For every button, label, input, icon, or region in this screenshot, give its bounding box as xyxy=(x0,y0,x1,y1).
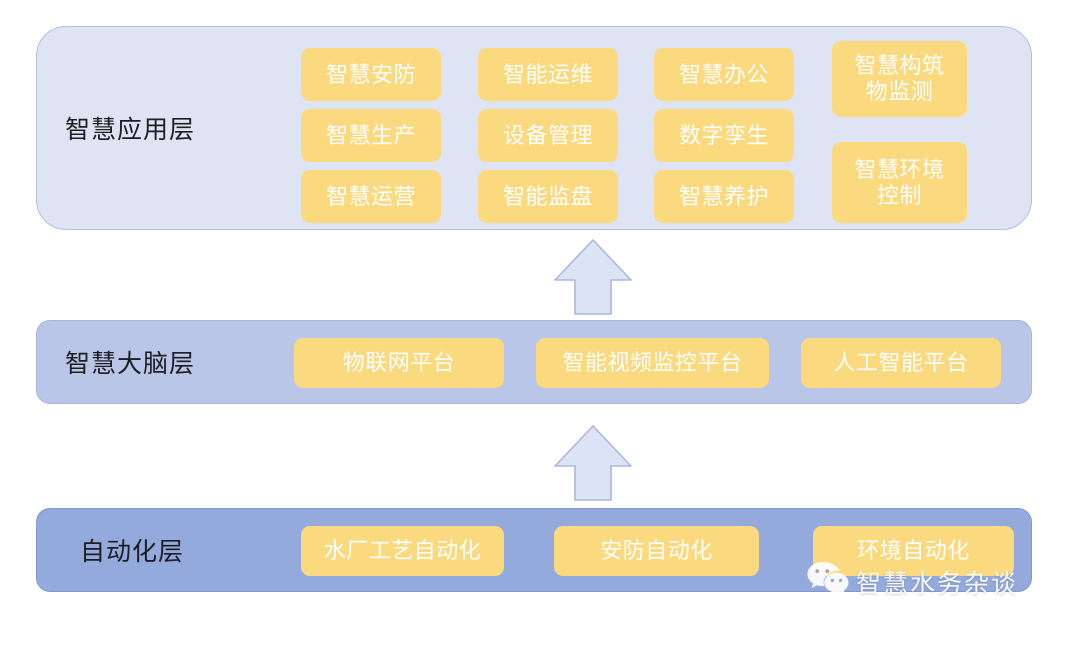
tile-智慧构筑物监测[interactable]: 智慧构筑 物监测 xyxy=(832,41,967,117)
layer-panel-automation: 自动化层 水厂工艺自动化 安防自动化 环境自动化 xyxy=(36,508,1032,592)
watermark-text: 智慧水务杂谈 xyxy=(856,569,1019,598)
tile-数字孪生[interactable]: 数字孪生 xyxy=(654,109,794,162)
tile-安防自动化[interactable]: 安防自动化 xyxy=(554,526,759,576)
layer-title-automation: 自动化层 xyxy=(80,538,185,566)
tile-智慧环境控制[interactable]: 智慧环境 控制 xyxy=(832,142,967,223)
tile-智能监盘[interactable]: 智能监盘 xyxy=(478,170,618,223)
tile-智能运维[interactable]: 智能运维 xyxy=(478,48,618,101)
layer-panel-application: 智慧应用层 智慧安防 智慧生产 智慧运营 智能运维 设备管理 智能监盘 智慧办公… xyxy=(36,26,1032,230)
tile-环境自动化[interactable]: 环境自动化 xyxy=(813,526,1014,576)
tile-水厂工艺自动化[interactable]: 水厂工艺自动化 xyxy=(301,526,504,576)
arrow-brain-to-app xyxy=(553,238,633,316)
tile-设备管理[interactable]: 设备管理 xyxy=(478,109,618,162)
tile-物联网平台[interactable]: 物联网平台 xyxy=(294,338,504,388)
application-tile-grid: 智慧安防 智慧生产 智慧运营 智能运维 设备管理 智能监盘 智慧办公 数字孪生 … xyxy=(37,27,1031,229)
arrow-auto-to-brain xyxy=(553,424,633,502)
watermark: 智慧水务杂谈 xyxy=(806,560,1018,603)
tile-智慧安防[interactable]: 智慧安防 xyxy=(301,48,441,101)
wechat-icon xyxy=(806,560,850,603)
layer-title-brain: 智慧大脑层 xyxy=(65,350,196,378)
tile-智慧养护[interactable]: 智慧养护 xyxy=(654,170,794,223)
tile-人工智能平台[interactable]: 人工智能平台 xyxy=(801,338,1001,388)
tile-智慧生产[interactable]: 智慧生产 xyxy=(301,109,441,162)
layer-title-application: 智慧应用层 xyxy=(65,116,196,144)
tile-智慧运营[interactable]: 智慧运营 xyxy=(301,170,441,223)
tile-智慧办公[interactable]: 智慧办公 xyxy=(654,48,794,101)
layer-panel-brain: 智慧大脑层 物联网平台 智能视频监控平台 人工智能平台 xyxy=(36,320,1032,404)
tile-智能视频监控平台[interactable]: 智能视频监控平台 xyxy=(536,338,769,388)
